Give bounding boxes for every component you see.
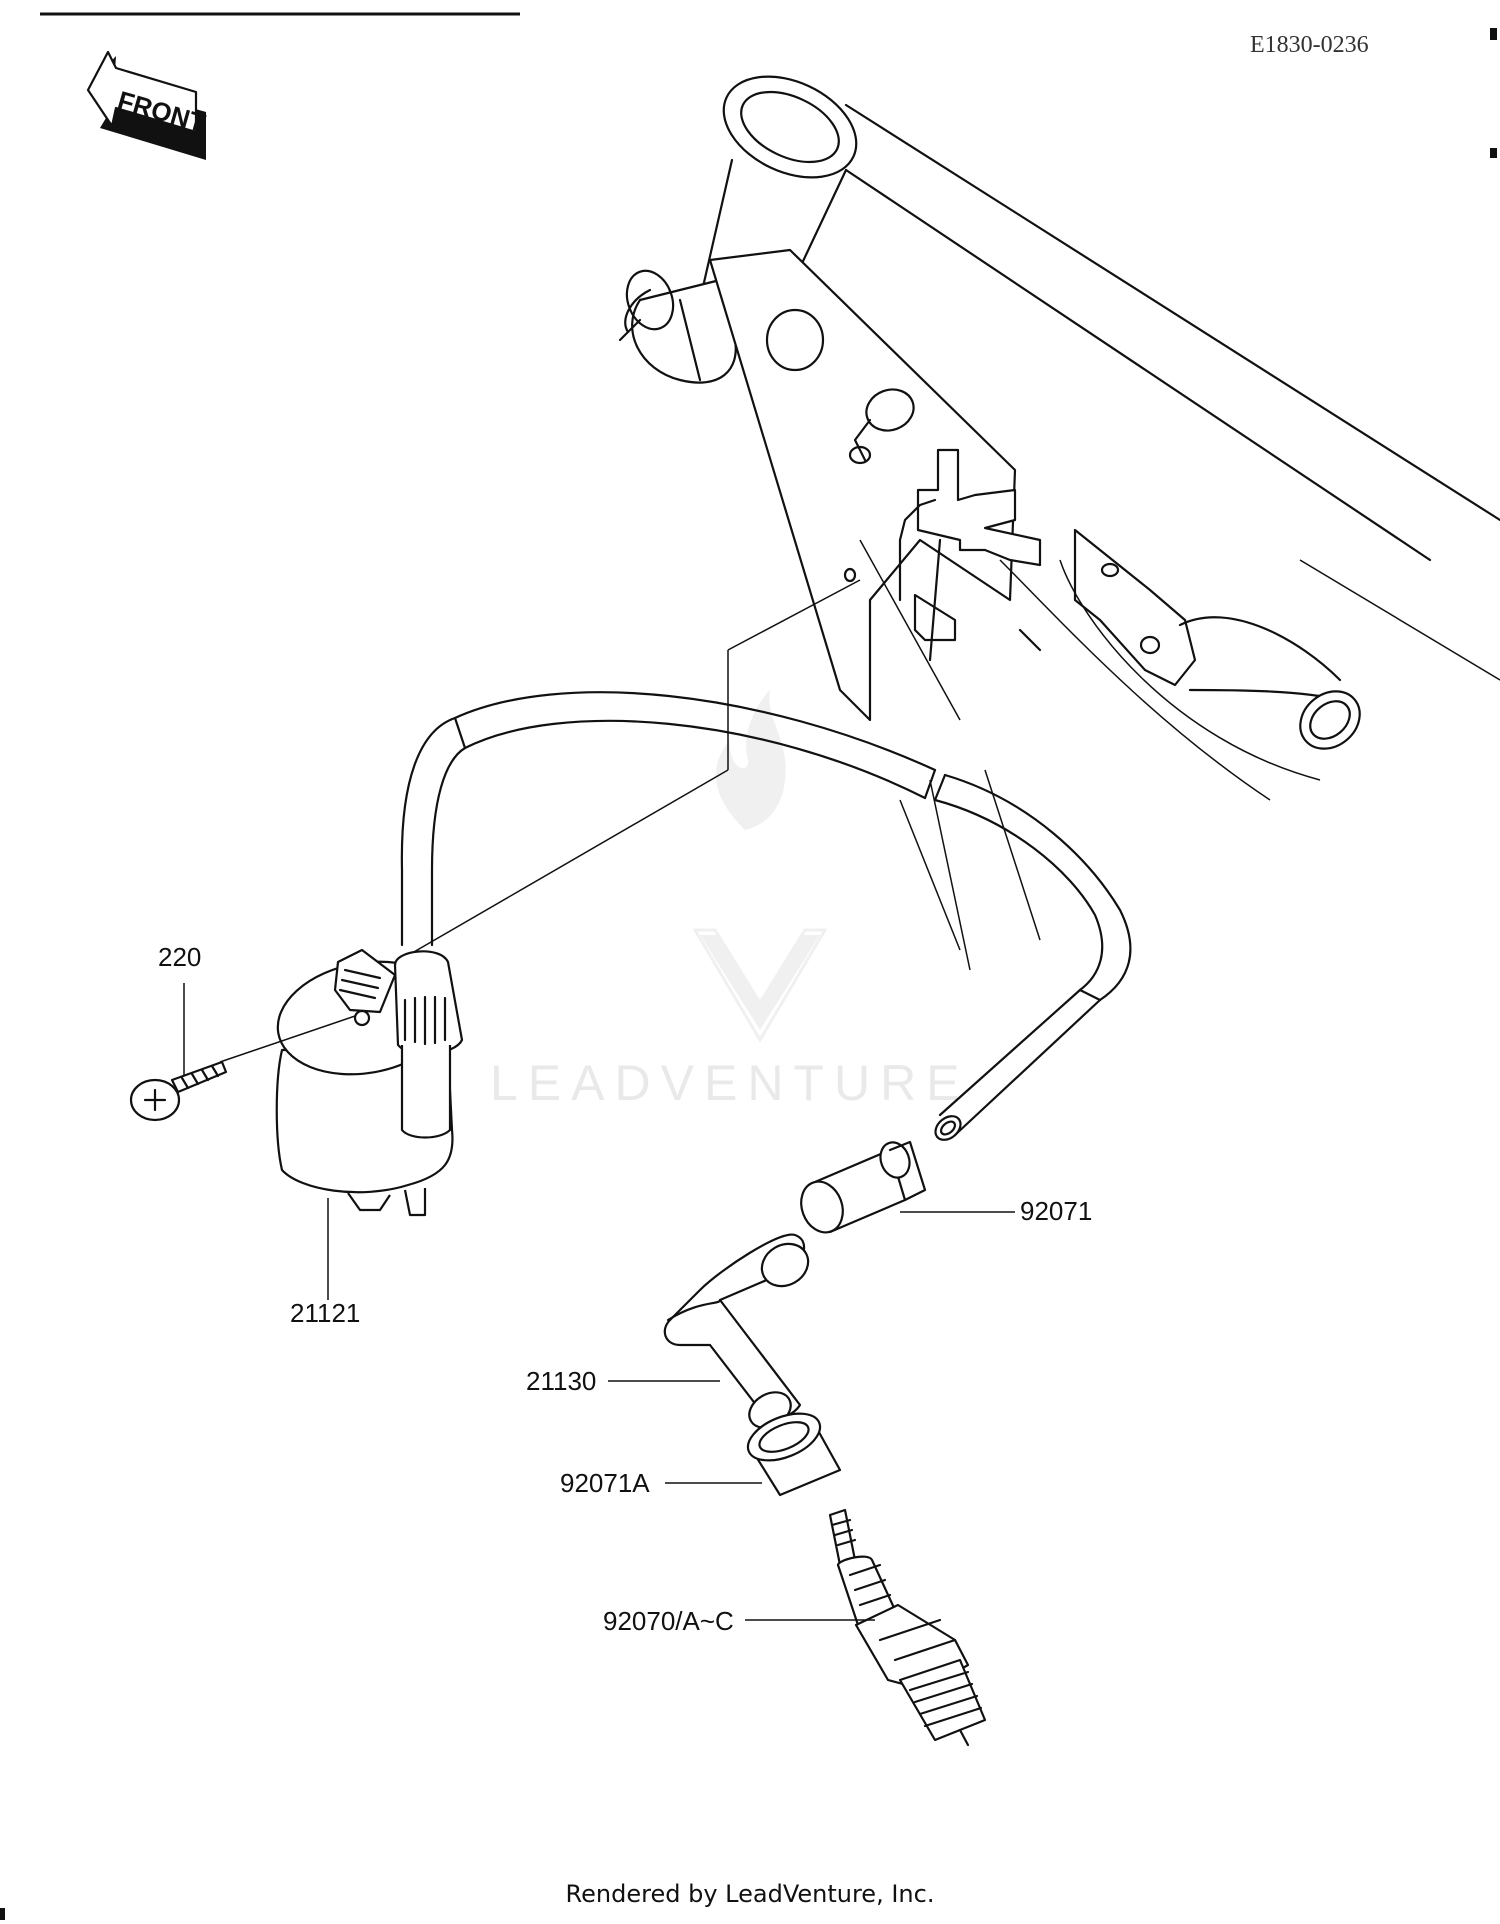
high-tension-cable	[400, 691, 1132, 1141]
part-label-ignition-coil: 21121	[290, 1298, 360, 1328]
edge-mark	[1490, 148, 1497, 158]
part-label-spark-plug: 92070/A~C	[603, 1606, 734, 1636]
diagram-code: E1830-0236	[1250, 32, 1369, 58]
part-label-cable-seal: 92071	[1020, 1196, 1092, 1226]
spark-plug	[828, 1508, 987, 1747]
watermark-text: LEADVENTURE	[490, 1055, 970, 1111]
cable-seal	[800, 1140, 927, 1234]
edge-mark	[1490, 28, 1497, 40]
edge-mark	[0, 1908, 5, 1920]
leadventure-watermark: LEADVENTURE	[490, 690, 970, 1111]
spark-plug-cap	[663, 1233, 810, 1429]
ignition-coil	[275, 948, 464, 1217]
screw	[129, 1015, 356, 1122]
part-label-spark-plug-cap: 21130	[526, 1366, 596, 1396]
front-arrow-icon: FRONT	[86, 50, 209, 160]
footer-credit: Rendered by LeadVenture, Inc.	[565, 1880, 935, 1908]
part-label-screw: 220	[158, 942, 201, 972]
frame-assembly	[399, 75, 1500, 971]
part-label-plug-cap-seal: 92071A	[560, 1468, 650, 1498]
leader-lines	[183, 983, 1015, 1621]
plug-cap-seal	[746, 1412, 842, 1497]
